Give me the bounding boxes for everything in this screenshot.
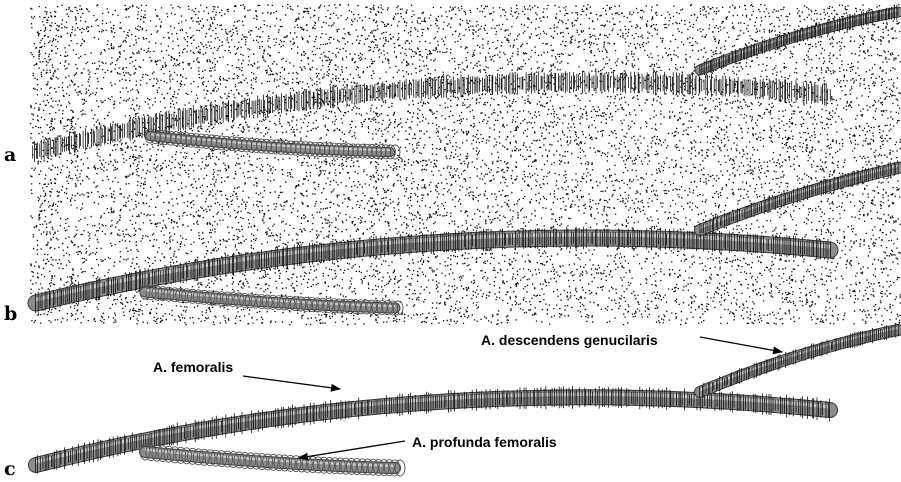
vessel-hatching <box>700 162 898 238</box>
panel-b-letter: b <box>4 303 17 325</box>
arrow-profunda <box>299 441 405 458</box>
panel-c: c A. femoralis A. descendens genucilaris… <box>4 323 898 480</box>
noise-speckle <box>30 4 901 173</box>
panel-c-letter: c <box>4 458 16 480</box>
panel-c-vessels <box>35 323 898 476</box>
panel-a-letter: a <box>4 144 16 166</box>
vessel-hatching <box>33 71 831 163</box>
arrow-femoralis <box>243 376 340 389</box>
label-profunda: A. profunda femoralis <box>412 434 557 450</box>
panel-b: b <box>4 162 901 326</box>
panel-b-vessels <box>36 162 899 315</box>
panel-a-vessels <box>33 5 898 163</box>
panel-a-noise <box>30 4 901 173</box>
panel-a: a <box>4 4 901 173</box>
arrow-descendens <box>700 337 782 352</box>
label-descendens: A. descendens genucilaris <box>481 332 658 348</box>
label-femoralis: A. femoralis <box>153 359 233 375</box>
